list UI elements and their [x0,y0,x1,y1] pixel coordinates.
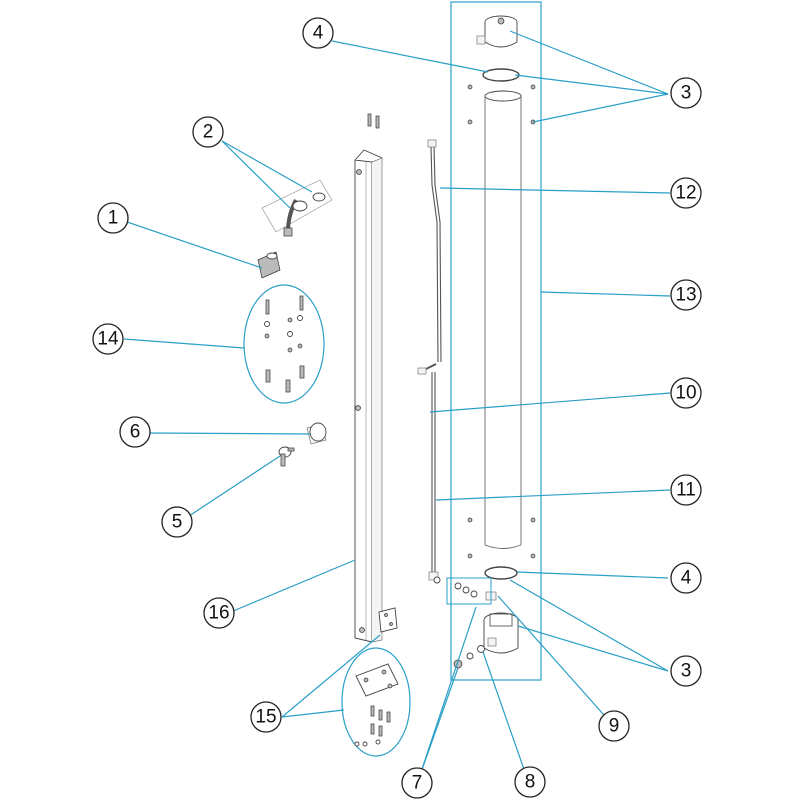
callout-label: 14 [97,329,119,350]
callout-8: 8 [514,766,546,798]
tap-5 [278,446,295,467]
callout-label: 15 [255,707,276,728]
callout-7: 7 [401,767,433,799]
callout-6: 6 [119,416,151,448]
callout-10: 10 [670,377,702,409]
callout-label: 13 [675,285,696,306]
callout-4-bottom: 4 [670,562,702,594]
o-ring-bottom [484,566,518,580]
callout-label: 3 [681,661,692,682]
fittings-box [446,577,492,605]
top-cap [476,15,518,48]
callout-label: 9 [609,716,620,737]
base-plate-zoom-15 [341,647,411,757]
callout-label: 8 [525,772,536,793]
callout-2: 2 [192,116,224,148]
column-tube [484,90,522,549]
callout-label: 10 [675,383,696,404]
callout-label: 4 [313,23,324,44]
callout-4-top: 4 [302,17,334,49]
shower-arm [261,179,333,237]
callout-3-top: 3 [670,77,702,109]
callout-label: 7 [412,773,423,794]
callout-15: 15 [250,701,282,733]
hoses [417,139,442,584]
callout-11: 11 [670,474,702,506]
callout-label: 16 [208,603,229,624]
callout-14: 14 [92,323,124,355]
bottom-cap [483,612,519,654]
profile-rail [354,113,398,643]
callout-12: 12 [670,177,702,209]
callout-label: 4 [681,568,692,589]
callout-13: 13 [670,279,702,311]
callout-label: 1 [108,208,119,229]
callout-label: 12 [675,183,696,204]
callout-label: 5 [172,512,183,533]
column-enclosure [450,1,542,681]
callout-1: 1 [97,202,129,234]
callout-label: 2 [203,122,214,143]
callout-label: 6 [130,422,141,443]
callout-16: 16 [203,597,235,629]
knob-6 [306,422,327,445]
shower-head [257,251,281,279]
callout-3-bottom: 3 [670,655,702,687]
leader-lines [123,30,671,782]
o-ring-top [482,68,520,82]
screws-zoom-14 [243,284,325,404]
callout-5: 5 [161,506,193,538]
callout-label: 11 [676,480,696,501]
callout-9: 9 [598,710,630,742]
callout-label: 3 [681,83,692,104]
fittings-7-8 [453,645,485,669]
